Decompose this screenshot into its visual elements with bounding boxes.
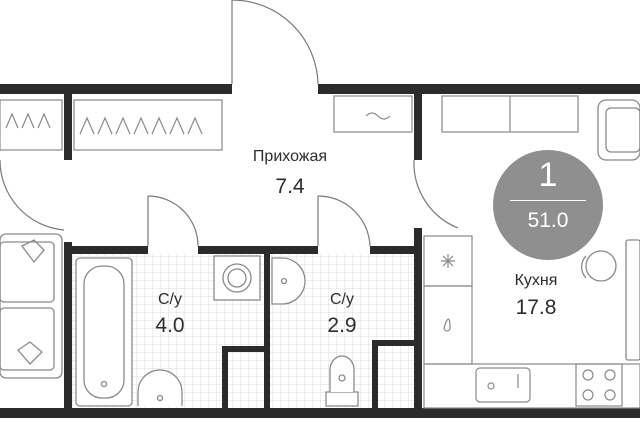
- kitchen-name: Кухня: [514, 272, 558, 289]
- badge-divider: [510, 200, 586, 201]
- wardrobe-right: [73, 99, 223, 151]
- total-area: 51.0: [527, 209, 569, 232]
- bathroom-1-sink: [137, 369, 183, 406]
- kitchen-area: 17.8: [515, 296, 557, 319]
- bathroom-2-area: 2.9: [327, 314, 357, 337]
- hallway-area: 7.4: [275, 175, 305, 198]
- room-count: 1: [538, 156, 558, 194]
- bathroom-1-name: С/у: [158, 291, 182, 308]
- bathroom-1-door: [147, 195, 199, 247]
- bathroom-2-name: С/у: [330, 291, 354, 308]
- entrance-door: [231, 0, 319, 85]
- sofa-left: [0, 233, 63, 379]
- hallway-arches: [0, 159, 459, 231]
- apartment-badge: 1 51.0: [493, 150, 603, 260]
- washing-machine: [213, 255, 261, 301]
- hallway-name: Прихожая: [252, 148, 328, 165]
- inner-walls: [72, 246, 414, 408]
- hallway-bench: [333, 95, 413, 133]
- bathtub: [75, 257, 133, 407]
- wardrobe-left: [0, 99, 63, 151]
- kitchen-armchair: [597, 99, 640, 161]
- bathroom-2-door: [317, 195, 371, 247]
- toilet: [325, 355, 359, 407]
- bathroom-1-area: 4.0: [155, 314, 185, 337]
- bathroom-2-sink: [271, 257, 306, 305]
- kitchen-counter: [423, 235, 640, 409]
- outer-walls: [0, 84, 640, 418]
- kitchen-upper-cabinets: [441, 95, 579, 133]
- kitchen-dining-set: [580, 239, 640, 361]
